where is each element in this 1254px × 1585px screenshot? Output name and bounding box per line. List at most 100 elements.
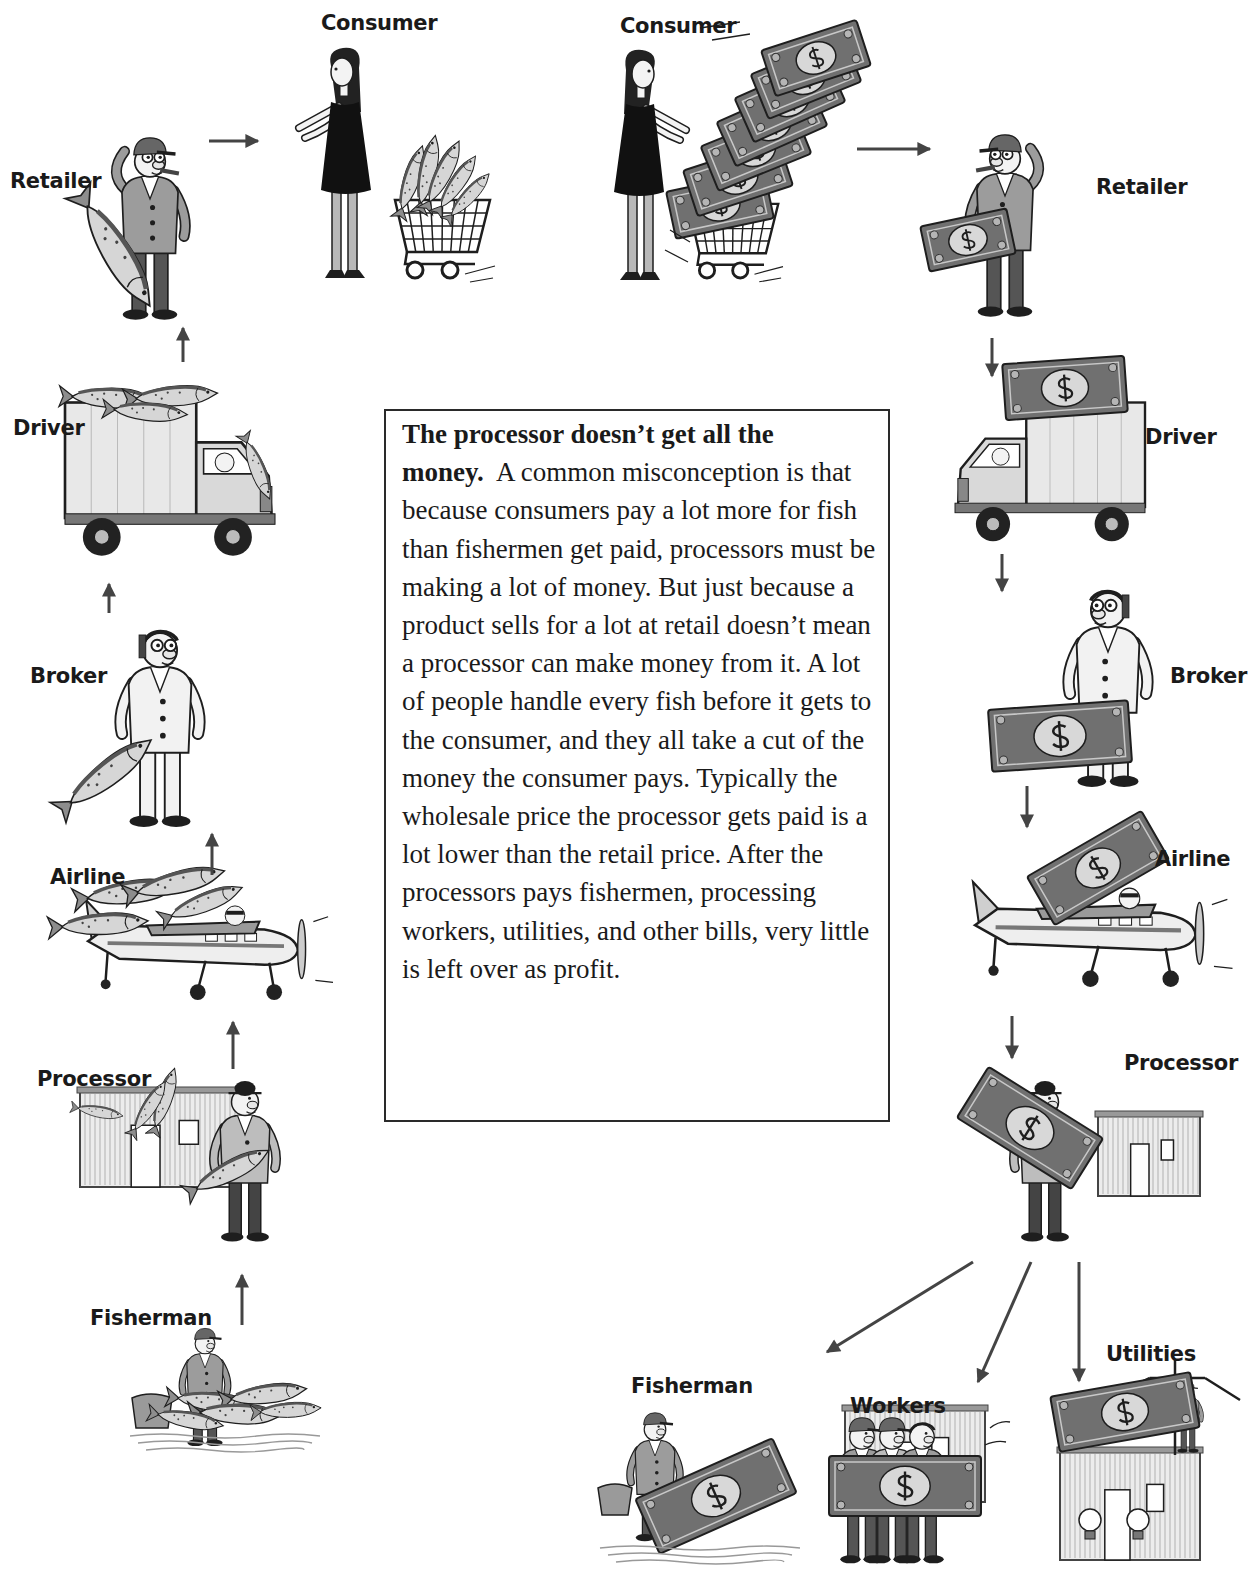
fish-eye xyxy=(136,918,140,922)
fish-back xyxy=(251,444,272,490)
motion-line xyxy=(465,266,495,282)
flow-arrow xyxy=(108,584,111,613)
woman-hair xyxy=(330,48,361,112)
fish-eye xyxy=(137,743,143,749)
fish-gill xyxy=(125,748,137,762)
fish-spot xyxy=(463,202,465,204)
woman-hair xyxy=(624,50,655,114)
truck-wheel xyxy=(214,518,252,556)
shed-siding xyxy=(1090,1454,1091,1558)
person-eye xyxy=(895,1432,898,1435)
plane-wheel xyxy=(190,984,206,1000)
person-button xyxy=(1102,693,1108,699)
bill-paper xyxy=(1027,811,1169,925)
shed-siding xyxy=(1085,1454,1086,1558)
money-bill xyxy=(635,1438,796,1554)
fish-eye xyxy=(313,1406,316,1409)
shed-siding xyxy=(210,1094,211,1185)
money-bill xyxy=(829,1456,981,1516)
truck-panel xyxy=(143,405,144,516)
dollar-symbol xyxy=(1116,1398,1134,1427)
figure-node: Fisherman xyxy=(595,1352,830,1572)
shed-siding xyxy=(1165,1454,1166,1558)
truck-cab xyxy=(958,439,1026,507)
person-nose xyxy=(247,1101,258,1109)
bill-corner xyxy=(727,122,738,133)
fish-eye xyxy=(469,160,472,163)
fish-spot xyxy=(94,919,97,922)
plane-pilot-goggles xyxy=(226,911,244,915)
person-pupil xyxy=(156,644,160,648)
bill-border xyxy=(1009,362,1122,414)
plane-strut xyxy=(106,953,275,990)
bill-corner xyxy=(1065,1434,1074,1443)
bill-corner xyxy=(1181,1414,1190,1423)
bill-corner xyxy=(934,254,943,263)
bill-corner xyxy=(996,716,1005,725)
person-phone xyxy=(1122,595,1129,618)
person-mouth xyxy=(863,1446,871,1447)
fish-body xyxy=(77,1103,124,1122)
fish-drawing xyxy=(146,1404,224,1434)
bill-corner xyxy=(987,1077,998,1088)
fish-drawing xyxy=(65,183,162,314)
fish-spot xyxy=(95,1108,96,1109)
person-collar xyxy=(200,1354,211,1368)
fish-spot xyxy=(153,408,155,410)
fish-spot xyxy=(200,1401,202,1403)
truck-drawing xyxy=(65,403,275,556)
figure-label: Consumer xyxy=(321,13,437,34)
shed-siding xyxy=(1153,1118,1154,1194)
person-shoe xyxy=(221,1233,244,1242)
shed-siding xyxy=(1140,1454,1141,1558)
fish-body xyxy=(240,439,277,501)
fish-spot xyxy=(451,184,453,186)
person-mouth xyxy=(162,663,173,665)
fish-back xyxy=(142,865,212,887)
person-shoe xyxy=(923,1555,943,1563)
shed-wall xyxy=(1060,1452,1200,1560)
light-bulb xyxy=(1127,1509,1149,1531)
fish-spot xyxy=(162,1108,164,1110)
person-collar xyxy=(1099,627,1118,652)
plane-wheel xyxy=(1082,971,1098,987)
shed-siding xyxy=(1103,1118,1104,1194)
figure-label: Driver xyxy=(13,418,84,439)
person-leg xyxy=(165,749,180,821)
note-body: A common misconception is that because c… xyxy=(402,457,875,984)
person-button xyxy=(160,699,166,705)
fish-spot xyxy=(274,1408,276,1410)
person-shoe xyxy=(1110,776,1139,787)
bill-paper xyxy=(761,20,871,97)
money-bill xyxy=(957,1067,1103,1189)
bill-border xyxy=(1035,819,1161,917)
fish-spot xyxy=(458,203,460,205)
fish-eye xyxy=(159,1085,162,1088)
fish-spot xyxy=(81,922,84,925)
fish-spot xyxy=(88,1108,89,1109)
figure-label: Broker xyxy=(30,666,107,687)
shed-drawing xyxy=(1095,1111,1203,1196)
person-eye xyxy=(1048,1097,1051,1100)
bill-oval xyxy=(1068,840,1127,896)
shed-siding xyxy=(1080,1454,1081,1558)
fish-spot xyxy=(421,185,423,187)
fish-tail xyxy=(180,1179,202,1204)
figure-node: Retailer xyxy=(930,110,1195,338)
fish-eye xyxy=(117,1113,119,1115)
motion-line xyxy=(1212,899,1233,968)
fish-spot xyxy=(439,182,441,184)
shed-siding xyxy=(1185,1454,1186,1558)
fish-body xyxy=(61,911,149,938)
person-mouth xyxy=(923,1446,931,1447)
fish-spot xyxy=(224,1414,226,1416)
fish-gill xyxy=(221,889,228,901)
fish-spot xyxy=(212,1176,215,1179)
cart-basket xyxy=(395,200,490,252)
fish-eye xyxy=(257,1151,261,1155)
shed-siding xyxy=(1198,1118,1199,1194)
figure-label: Retailer xyxy=(10,171,101,192)
fish-spot xyxy=(186,906,189,909)
dollar-symbol xyxy=(704,1480,729,1512)
figure-node: Driver xyxy=(955,376,1215,554)
